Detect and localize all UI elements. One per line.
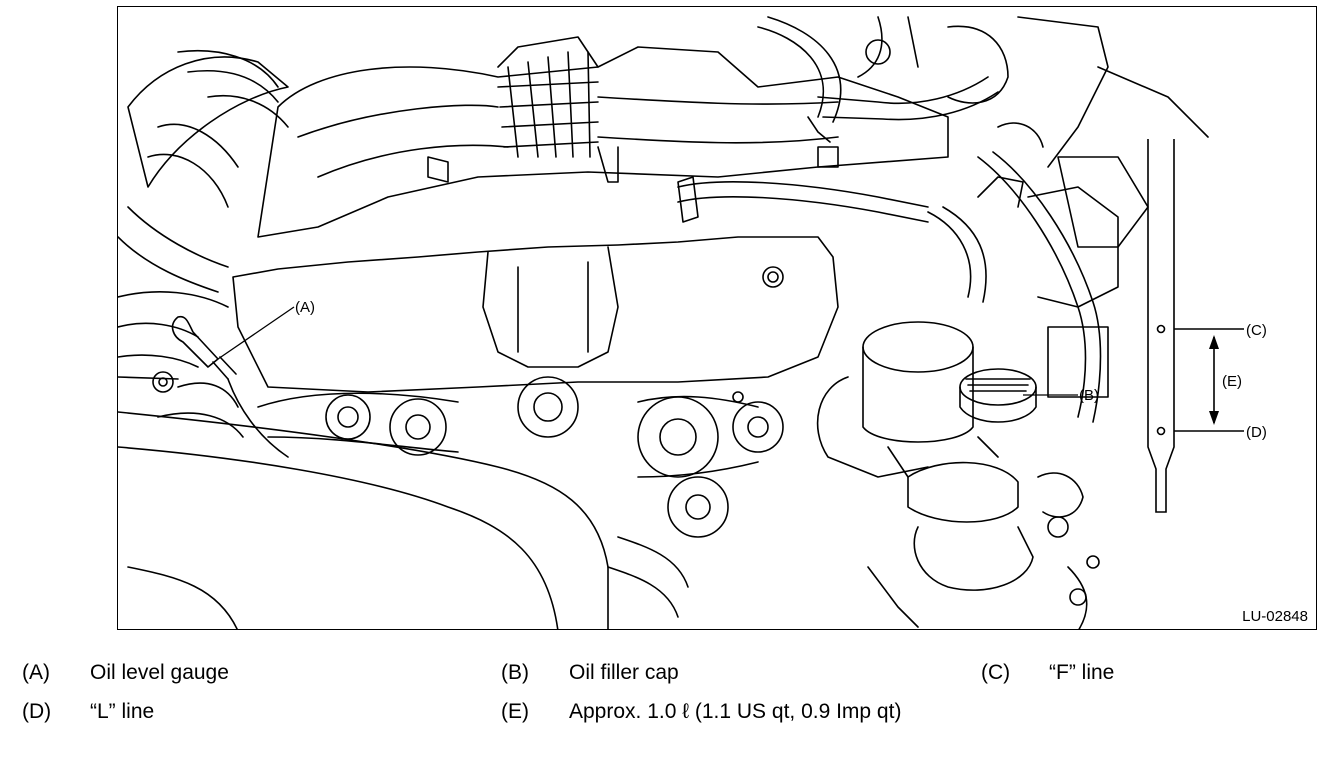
intake-duct-left [118,49,289,293]
engine-diagram: (A) (B) (C) (E) (D) LU-02848 [117,6,1317,630]
e-arrow-head-up [1209,335,1219,349]
legend-text: Oil filler cap [569,661,679,684]
legend-text: Oil level gauge [90,661,229,684]
radiator-cap-area [867,436,1088,629]
callout-a-label: (A) [295,299,315,316]
callout-c-label: (C) [1246,322,1267,339]
e-arrow-head-down [1209,411,1219,425]
intake-pipe-bottom [118,411,689,629]
left-side-components [118,291,238,629]
legend-text: “F” line [1049,661,1115,684]
callout-b-label: (B) [1079,387,1099,404]
oil-filler-area [816,321,1037,478]
legend-key: (E) [501,700,529,723]
right-side-components [1027,186,1119,569]
legend-text: Approx. 1.0 ℓ (1.1 US qt, 0.9 Imp qt) [569,700,902,723]
hoses [677,16,1102,423]
callout-e-label: (E) [1222,373,1242,390]
engine-illustration: (A) (B) (C) (E) (D) [118,16,1267,629]
dipstick-detail [1147,139,1244,513]
intake-manifold [257,36,949,238]
callout-d-label: (D) [1246,424,1267,441]
engine-cover [232,236,839,393]
legend-key: (A) [22,661,50,684]
f-line-mark [1156,324,1166,334]
lower-engine [157,376,784,538]
legend-key: (D) [22,700,52,723]
l-line-mark [1156,426,1166,436]
callout-a-leader [217,306,295,360]
legend-key: (C) [981,661,1011,684]
legend-text: “L” line [90,700,155,723]
upper-right-components [857,16,1209,248]
legend-key: (B) [501,661,529,684]
figure-id: LU-02848 [1242,608,1308,625]
